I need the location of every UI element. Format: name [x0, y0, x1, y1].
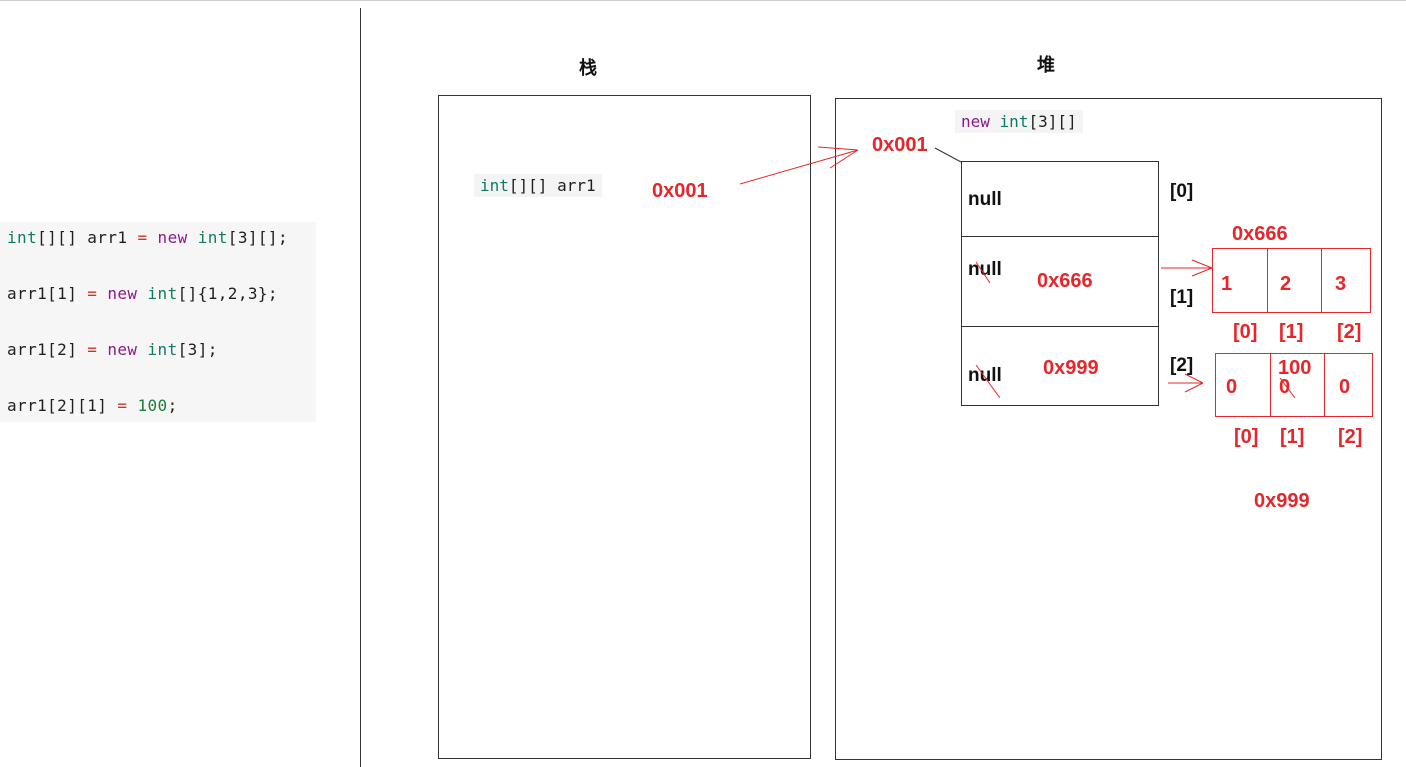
array-999-overwrite-value: 100 — [1278, 357, 1312, 379]
code-line-3: arr1[2] = new int[3]; — [7, 340, 218, 359]
code-token — [137, 340, 147, 359]
code-token: int — [147, 340, 178, 359]
code-token: arr1[2][1] — [7, 396, 118, 415]
code-line-2: arr1[1] = new int[]{1,2,3}; — [7, 284, 278, 303]
outer-cell-2: null 0x999 — [962, 327, 1158, 405]
stack-var-name: [][] arr1 — [508, 176, 596, 195]
code-line-1: int[][] arr1 = new int[3][]; — [7, 228, 288, 247]
array-666-index-1: [1] — [1279, 321, 1304, 343]
outer-cell-1-new-value: 0x666 — [1037, 270, 1093, 292]
code-token: [][] arr1 — [37, 228, 138, 247]
array-999-sep-1 — [1270, 354, 1271, 416]
code-token: [3]; — [177, 340, 218, 359]
stack-box — [438, 95, 811, 759]
array-666-sep-1 — [1267, 249, 1268, 312]
code-token: new — [107, 284, 138, 303]
array-666-index-0: [0] — [1233, 321, 1258, 343]
code-token: int — [147, 284, 178, 303]
code-token — [97, 340, 107, 359]
heap-box — [835, 98, 1382, 760]
code-token: []{1,2,3}; — [177, 284, 278, 303]
code-line-4: arr1[2][1] = 100; — [7, 396, 178, 415]
array-999-sep-2 — [1324, 354, 1325, 416]
outer-cell-0-value: null — [968, 189, 1002, 210]
array-999-address: 0x999 — [1254, 490, 1310, 512]
heap-new-expression: new int[3][] — [955, 110, 1083, 133]
outer-index-0: [0] — [1170, 181, 1194, 202]
code-token — [188, 228, 198, 247]
array-999-value-0: 0 — [1226, 376, 1238, 398]
code-token: = — [117, 396, 128, 415]
array-999-index-1: [1] — [1280, 426, 1305, 448]
heap-expr-type: int — [999, 112, 1029, 131]
code-token: arr1[1] — [7, 284, 88, 303]
code-token — [127, 396, 137, 415]
stack-title: 栈 — [579, 58, 597, 79]
heap-expr-dims: [3][] — [1028, 112, 1077, 131]
array-999-index-2: [2] — [1338, 426, 1363, 448]
array-666-sep-2 — [1321, 249, 1322, 312]
vertical-divider — [360, 8, 361, 767]
outer-array: null null 0x666 null 0x999 — [961, 161, 1159, 406]
array-666-index-2: [2] — [1337, 321, 1362, 343]
heap-expr-new: new — [961, 112, 990, 131]
code-token: int — [7, 228, 38, 247]
code-token — [147, 228, 157, 247]
code-token: ; — [167, 396, 178, 415]
stack-variable: int[][] arr1 — [474, 174, 602, 197]
code-token: = — [137, 228, 148, 247]
code-token — [137, 284, 147, 303]
outer-cell-0: null — [962, 162, 1158, 237]
stack-var-type: int — [480, 176, 509, 195]
array-666: 1 2 3 — [1212, 248, 1371, 313]
code-token: 100 — [137, 396, 168, 415]
code-token: new — [157, 228, 188, 247]
outer-cell-1-value: null — [968, 259, 1002, 280]
code-token — [97, 284, 107, 303]
outer-index-1: [1] — [1170, 287, 1194, 308]
top-border — [0, 0, 1406, 1]
code-token: int — [197, 228, 228, 247]
code-token: arr1[2] — [7, 340, 88, 359]
heap-address: 0x001 — [872, 134, 928, 156]
array-666-value-0: 1 — [1221, 273, 1233, 295]
outer-cell-1: null 0x666 — [962, 237, 1158, 327]
outer-cell-2-new-value: 0x999 — [1043, 357, 1099, 379]
array-666-value-2: 3 — [1335, 273, 1347, 295]
code-token: new — [107, 340, 138, 359]
code-token: [3][]; — [227, 228, 288, 247]
stack-var-value: 0x001 — [652, 180, 708, 202]
outer-cell-2-value: null — [968, 365, 1002, 386]
array-666-value-1: 2 — [1280, 273, 1292, 295]
code-block: int[][] arr1 = new int[3][]; arr1[1] = n… — [0, 222, 316, 422]
array-999-value-2: 0 — [1339, 376, 1351, 398]
outer-index-2: [2] — [1170, 355, 1194, 376]
code-token: = — [87, 340, 98, 359]
array-999-index-0: [0] — [1234, 426, 1259, 448]
code-token: = — [87, 284, 98, 303]
array-666-address: 0x666 — [1232, 223, 1288, 245]
heap-title: 堆 — [1037, 55, 1055, 76]
